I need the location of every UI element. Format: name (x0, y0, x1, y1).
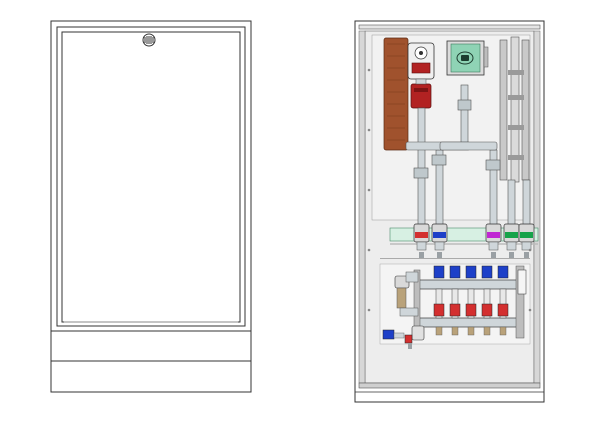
valve-outlets (380, 252, 530, 259)
left-side-rail (358, 30, 366, 384)
ball-valve-red (413, 223, 430, 251)
connecting-pipes (405, 99, 501, 179)
manifold-right-bracket (515, 265, 525, 339)
mixing-valve-group (394, 271, 425, 341)
vertical-pipes (417, 84, 531, 227)
ball-valve-green-2 (518, 223, 535, 251)
manifold-side-gauge (517, 269, 527, 295)
heat-exchanger (383, 37, 409, 151)
control-unit (446, 40, 489, 76)
circulation-pump (407, 42, 435, 109)
open-cabinet (354, 20, 545, 403)
lock-icon (142, 33, 156, 47)
ball-valve-magenta (485, 223, 502, 251)
cabinet-door-border (56, 26, 246, 327)
cabinet-outer-frame (50, 20, 252, 393)
right-side-rail (533, 30, 541, 384)
manifold-top-caps (433, 265, 509, 279)
closed-cabinet (50, 20, 252, 393)
fill-drain-valves (382, 329, 413, 349)
manifold-flow-meters (435, 288, 507, 319)
bottom-rail (358, 382, 541, 389)
cabinet-plinth (50, 360, 252, 393)
manifold-outlet-stubs (435, 326, 507, 336)
manifold-supply-bar (417, 279, 519, 290)
ball-valve-blue (431, 223, 448, 251)
case-top-inner (358, 24, 541, 30)
manifold-return-bar (417, 317, 519, 328)
collector-rails (499, 36, 530, 183)
manifold-bottom-caps (433, 303, 509, 317)
underfloor-manifold (413, 265, 527, 339)
mounting-screws (367, 68, 532, 312)
